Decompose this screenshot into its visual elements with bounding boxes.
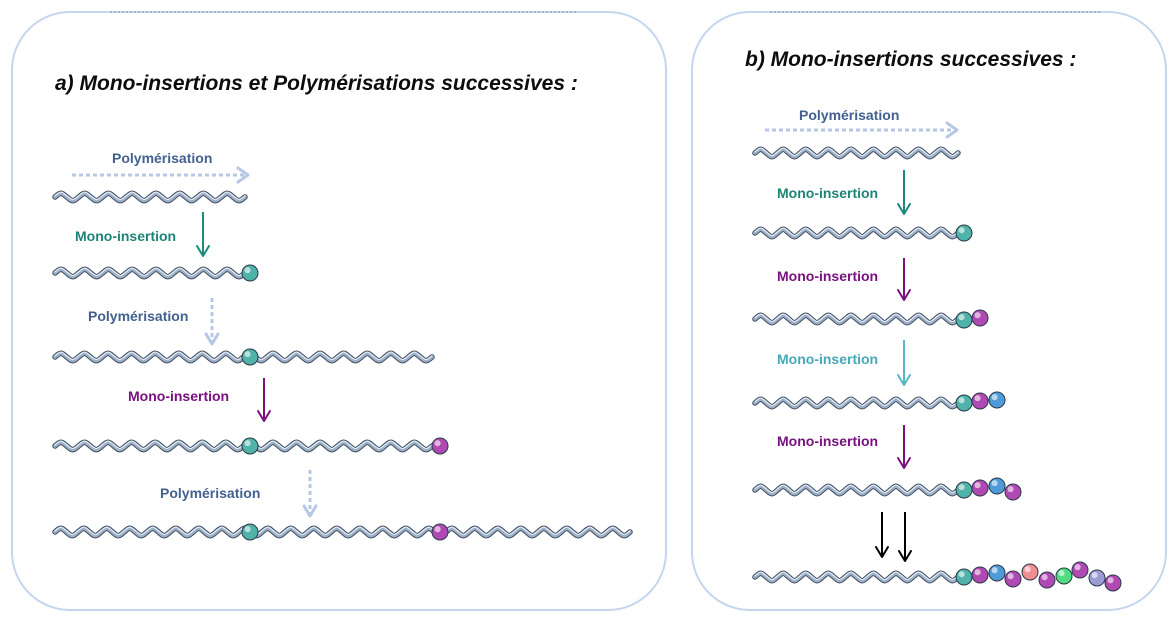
monomer-bead bbox=[971, 392, 989, 410]
monomer-bead bbox=[988, 564, 1006, 582]
polymer-chain bbox=[52, 266, 248, 280]
mono-insertion-arrow bbox=[897, 258, 911, 301]
label-mono-insertion: Mono-insertion bbox=[777, 268, 878, 284]
monomer-bead bbox=[1004, 483, 1022, 501]
label-mono-insertion: Mono-insertion bbox=[75, 228, 176, 244]
label-mono-insertion: Mono-insertion bbox=[777, 433, 878, 449]
monomer-bead bbox=[955, 311, 973, 329]
label-mono-insertion: Mono-insertion bbox=[777, 351, 878, 367]
label-mono-insertion: Mono-insertion bbox=[128, 388, 229, 404]
mono-insertion-arrow bbox=[257, 378, 271, 422]
panel-a: a) Mono-insertions et Polymérisations su… bbox=[11, 11, 667, 611]
monomer-bead bbox=[971, 309, 989, 327]
panel-b-frame bbox=[691, 11, 1167, 611]
panel-a-title: a) Mono-insertions et Polymérisations su… bbox=[55, 72, 578, 95]
black-arrow bbox=[898, 512, 912, 562]
black-arrow bbox=[875, 512, 889, 558]
monomer-bead bbox=[1071, 561, 1089, 579]
polymer-chain bbox=[752, 312, 961, 326]
mono-insertion-arrow bbox=[897, 170, 911, 215]
monomer-bead bbox=[955, 481, 973, 499]
monomer-bead bbox=[241, 523, 259, 541]
panel-b: b) Mono-insertions successives : bbox=[691, 11, 1167, 611]
monomer-bead bbox=[241, 348, 259, 366]
monomer-bead bbox=[1104, 574, 1122, 592]
polymer-chain bbox=[752, 146, 961, 160]
polymerisation-arrow bbox=[765, 121, 959, 139]
panel-b-labels: Polymérisation Mono-insertion Mono-inser… bbox=[777, 107, 899, 449]
mono-insertion-arrow bbox=[897, 340, 911, 386]
monomer-bead bbox=[988, 477, 1006, 495]
monomer-bead bbox=[1038, 571, 1056, 589]
chains-layer bbox=[52, 146, 1122, 592]
polymerisation-arrow bbox=[72, 166, 250, 184]
polymer-chain bbox=[752, 396, 961, 410]
label-polymerisation: Polymérisation bbox=[160, 485, 260, 501]
monomer-bead bbox=[955, 568, 973, 586]
panel-a-labels: Polymérisation Mono-insertion Polymérisa… bbox=[75, 150, 260, 501]
monomer-bead bbox=[971, 566, 989, 584]
polymerisation-arrow bbox=[204, 298, 220, 346]
panel-b-title: b) Mono-insertions successives : bbox=[745, 48, 1076, 71]
monomer-bead bbox=[1004, 570, 1022, 588]
polymer-chain bbox=[752, 570, 961, 584]
label-mono-insertion: Mono-insertion bbox=[777, 185, 878, 201]
label-polymerisation: Polymérisation bbox=[88, 308, 188, 324]
monomer-bead bbox=[988, 391, 1006, 409]
monomer-bead bbox=[955, 224, 973, 242]
monomer-bead bbox=[1055, 567, 1073, 585]
label-polymerisation: Polymérisation bbox=[799, 107, 899, 123]
mono-insertion-arrow bbox=[196, 212, 210, 257]
polymer-chain bbox=[52, 190, 248, 204]
label-polymerisation: Polymérisation bbox=[112, 150, 212, 166]
monomer-bead bbox=[1021, 563, 1039, 581]
monomer-bead bbox=[955, 394, 973, 412]
polymer-chain bbox=[752, 226, 961, 240]
arrows-layer bbox=[72, 121, 959, 562]
monomer-bead bbox=[241, 437, 259, 455]
polymer-chain bbox=[52, 525, 633, 539]
monomer-bead bbox=[431, 437, 449, 455]
monomer-bead bbox=[241, 264, 259, 282]
mono-insertion-arrow bbox=[897, 425, 911, 469]
monomer-bead bbox=[431, 523, 449, 541]
polymer-chain bbox=[752, 483, 961, 497]
monomer-bead bbox=[971, 479, 989, 497]
polymerisation-arrow bbox=[302, 470, 318, 518]
monomer-bead bbox=[1088, 569, 1106, 587]
